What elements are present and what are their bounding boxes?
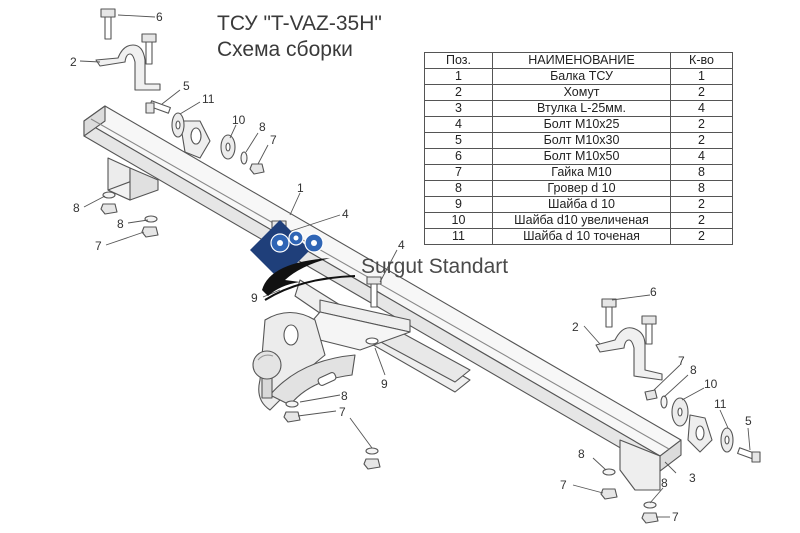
cell-qty: 8 [670, 164, 733, 181]
callout-10-right: 10 [704, 377, 718, 391]
left-end-plate [179, 120, 211, 159]
callout-8-right: 8 [690, 363, 697, 377]
cell-pos: 1 [424, 68, 493, 85]
cell-name: Болт М10х25 [492, 116, 671, 133]
callout-7-bottom: 7 [560, 478, 567, 492]
callout-9-left: 9 [251, 291, 258, 305]
callout-11-left: 11 [202, 92, 215, 106]
cell-pos: 6 [424, 148, 493, 165]
page-title: ТСУ "T-VAZ-35H" [217, 12, 382, 35]
right-fasteners [600, 389, 761, 524]
header-name: НАИМЕНОВАНИЕ [492, 52, 671, 69]
callout-7-upper: 7 [270, 133, 277, 147]
cell-pos: 9 [424, 196, 493, 213]
cell-name: Балка ТСУ [492, 68, 671, 85]
clamp-right [595, 298, 663, 381]
cell-qty: 4 [670, 148, 733, 165]
cell-qty: 2 [670, 228, 733, 245]
cell-name: Шайба d10 увеличеная [492, 212, 671, 229]
cell-name: Хомут [492, 84, 671, 101]
callout-5-right: 5 [745, 414, 752, 428]
brand-name: Surgut Standart [361, 255, 509, 278]
callout-numbers: 6 2 5 11 10 8 7 1 4 8 8 7 4 9 9 8 7 6 2 … [70, 10, 752, 524]
callout-7-right: 7 [678, 354, 685, 368]
cell-qty: 2 [670, 116, 733, 133]
callout-8-upper: 8 [259, 120, 266, 134]
table-header-row: Поз. НАИМЕНОВАНИЕ К-во [424, 52, 733, 69]
clamp-top [95, 8, 161, 91]
cell-qty: 2 [670, 196, 733, 213]
lower-middle-fasteners [283, 400, 381, 470]
brand-logo [250, 220, 356, 301]
cell-pos: 3 [424, 100, 493, 117]
cell-name: Гайка М10 [492, 164, 671, 181]
callout-4-upper: 4 [342, 207, 349, 221]
callout-6-right: 6 [650, 285, 657, 299]
logo-swoosh [262, 258, 330, 296]
header-qty: К-во [670, 52, 733, 69]
cell-name: Шайба d 10 точеная [492, 228, 671, 245]
callout-6-top: 6 [156, 10, 163, 24]
cell-qty: 2 [670, 212, 733, 229]
page-subtitle: Схема сборки [217, 38, 353, 61]
callout-7-left: 7 [95, 239, 102, 253]
cell-pos: 2 [424, 84, 493, 101]
cell-qty: 2 [670, 132, 733, 149]
cell-pos: 8 [424, 180, 493, 197]
cell-name: Шайба d 10 [492, 196, 671, 213]
callout-11-right: 11 [714, 397, 727, 411]
cell-pos: 5 [424, 132, 493, 149]
upper-left-fasteners [145, 100, 265, 175]
callout-7-lower: 7 [339, 405, 346, 419]
cell-qty: 8 [670, 180, 733, 197]
callout-8-lower: 8 [341, 389, 348, 403]
left-fasteners [100, 191, 159, 238]
callout-8-bottom: 8 [578, 447, 585, 461]
callout-2-right: 2 [572, 320, 579, 334]
callout-4-middle: 4 [398, 238, 405, 252]
cell-name: Втулка L-25мм. [492, 100, 671, 117]
leader-lines [79, 14, 751, 518]
callout-7-bottom2: 7 [672, 510, 679, 524]
cell-name: Болт М10х50 [492, 148, 671, 165]
right-end-plate [619, 414, 713, 491]
callout-8-bottom2: 8 [661, 476, 668, 490]
cell-pos: 7 [424, 164, 493, 181]
cell-name: Гровер d 10 [492, 180, 671, 197]
cell-name: Болт М10х30 [492, 132, 671, 149]
callout-10-left: 10 [232, 113, 246, 127]
callout-1: 1 [297, 181, 304, 195]
cell-qty: 4 [670, 100, 733, 117]
callout-2-top: 2 [70, 55, 77, 69]
callout-5-left: 5 [183, 79, 190, 93]
tongue-plate [299, 299, 411, 351]
cell-qty: 2 [670, 84, 733, 101]
cell-pos: 11 [424, 228, 493, 245]
cell-pos: 10 [424, 212, 493, 229]
cell-qty: 1 [670, 68, 733, 85]
callout-3: 3 [689, 471, 696, 485]
callout-8-left2: 8 [117, 217, 124, 231]
tow-hook [252, 311, 356, 411]
cell-pos: 4 [424, 116, 493, 133]
callout-8-left: 8 [73, 201, 80, 215]
left-bracket [107, 157, 159, 201]
header-pos: Поз. [424, 52, 493, 69]
callout-9-middle: 9 [381, 377, 388, 391]
